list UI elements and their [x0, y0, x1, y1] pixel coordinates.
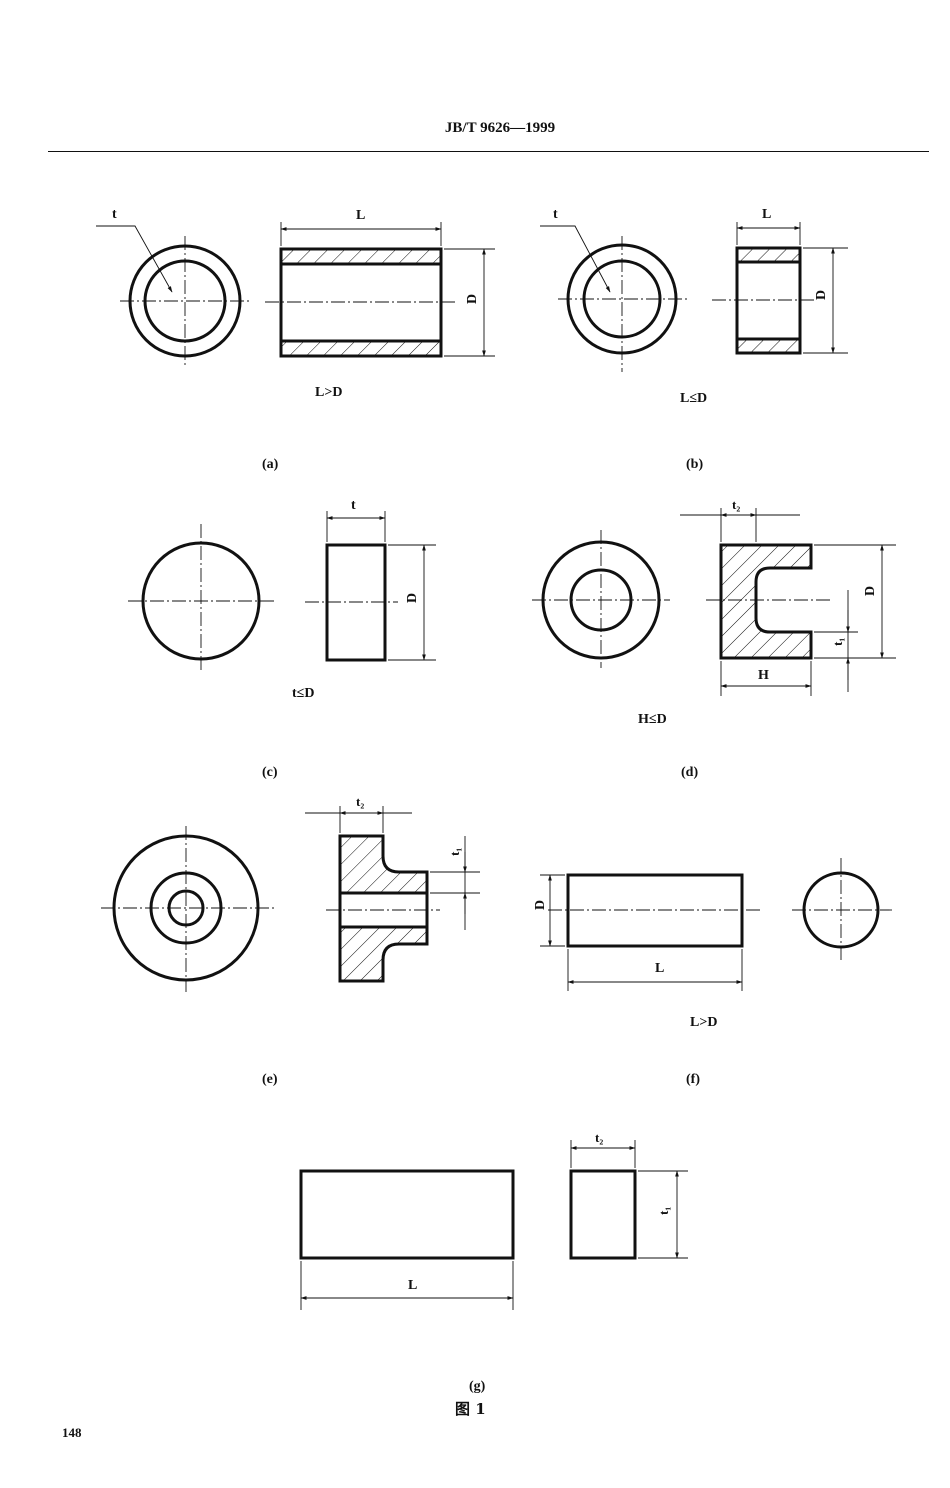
- panel-d-condition: H≤D: [638, 712, 667, 727]
- panel-f-label-L: L: [655, 961, 664, 976]
- document-header: JB/T 9626—1999: [0, 120, 950, 137]
- panel-a-tag: (a): [262, 457, 279, 472]
- panel-b-label-L: L: [762, 207, 771, 222]
- panel-a: t L D L>D (a): [96, 207, 495, 472]
- panel-e-label-t1: t₁: [447, 848, 462, 856]
- panel-e-tag: (e): [262, 1072, 278, 1087]
- header-rule: [48, 151, 929, 152]
- panel-g-front-view: [299, 1169, 515, 1310]
- panel-g-label-t1: t₁: [656, 1207, 671, 1215]
- panel-b-label-D: D: [814, 290, 829, 300]
- page-number: 148: [62, 1425, 82, 1440]
- panel-c-end-view: [128, 524, 274, 672]
- panel-e-section-view: [305, 806, 480, 983]
- panel-f-side-view: [540, 873, 760, 991]
- panel-d-label-t2: t₂: [732, 497, 740, 512]
- panel-a-side-view: [265, 222, 495, 358]
- panel-a-label-t: t: [112, 207, 117, 222]
- panel-c-side-view: [305, 511, 436, 662]
- panel-a-condition: L>D: [315, 385, 342, 400]
- panel-e-end-view: [101, 826, 276, 992]
- panel-g: L t₂ t₁ (g): [299, 1130, 688, 1394]
- panel-f-condition: L>D: [690, 1015, 717, 1030]
- panel-f-end-view: [792, 858, 892, 962]
- panel-a-label-L: L: [356, 208, 365, 223]
- panel-b-end-view: [540, 225, 690, 372]
- panel-c-label-D: D: [405, 593, 420, 603]
- panel-d-section-view: [680, 508, 896, 696]
- panel-e-label-t2: t₂: [356, 794, 364, 809]
- standard-number: JB/T 9626—1999: [444, 120, 556, 136]
- panel-b-side-view: [712, 222, 848, 355]
- panel-c: t D t≤D (c): [128, 498, 436, 780]
- panel-f-tag: (f): [686, 1072, 700, 1087]
- panel-b-condition: L≤D: [680, 391, 707, 406]
- panel-g-label-t2: t₂: [595, 1130, 603, 1145]
- panel-e: t₂ t₁ (e): [101, 794, 480, 1087]
- panel-g-tag: (g): [469, 1379, 486, 1394]
- panel-c-condition: t≤D: [292, 686, 314, 701]
- panel-d-end-view: [532, 530, 670, 668]
- panel-g-label-L: L: [408, 1278, 417, 1293]
- panel-a-end-view: [96, 225, 252, 368]
- panel-b: t L D L≤D (b): [540, 207, 848, 472]
- figure-caption: 图 1: [455, 1400, 486, 1418]
- panel-c-label-t: t: [351, 498, 356, 513]
- panel-d-tag: (d): [681, 765, 698, 780]
- panel-b-tag: (b): [686, 457, 703, 472]
- panel-f-label-D: D: [533, 900, 548, 910]
- panel-d-label-H: H: [758, 668, 769, 683]
- panel-c-tag: (c): [262, 765, 278, 780]
- panel-d: t₂ D t₁ H H≤D (d): [532, 497, 896, 780]
- panel-a-label-D: D: [465, 294, 480, 304]
- panel-d-label-t1: t₁: [830, 638, 845, 646]
- panel-g-side-view: [569, 1140, 688, 1260]
- panel-b-label-t: t: [553, 207, 558, 222]
- panel-d-label-D: D: [863, 586, 878, 596]
- panel-f: D L L>D (f): [533, 858, 892, 1087]
